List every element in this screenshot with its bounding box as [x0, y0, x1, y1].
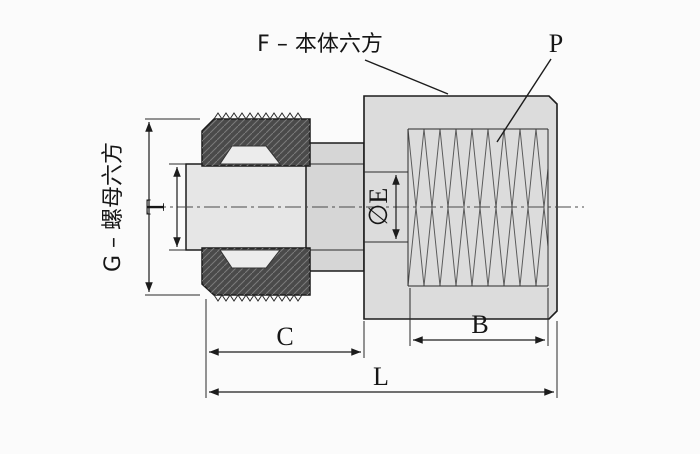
f-leader-line: [364, 59, 449, 95]
nut-upper-serration: [213, 112, 303, 120]
ferrule-upper: [219, 145, 282, 165]
p-callout-label: P: [549, 29, 563, 58]
c-dimension-label: C: [276, 322, 293, 351]
e-dimension-label: ∅E: [364, 188, 393, 227]
p-leader-line: [496, 58, 552, 143]
l-dimension-label: L: [373, 362, 389, 391]
nut-lower-serration: [213, 294, 303, 302]
g-dimension-label: G – 螺母六方: [101, 142, 126, 272]
t-dimension-label: T: [141, 199, 170, 215]
ferrule-lower: [219, 249, 282, 269]
b-dimension-label: B: [471, 310, 488, 339]
f-callout-label: F – 本体六方: [257, 32, 383, 57]
